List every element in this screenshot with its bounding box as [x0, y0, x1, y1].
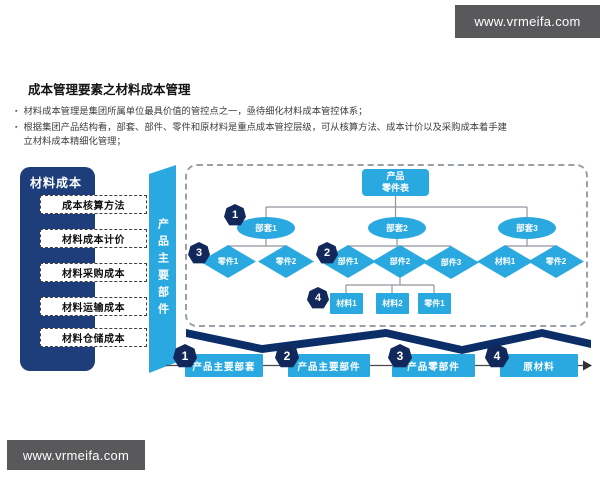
watermark-bottom-left: www.vrmeifa.com [7, 440, 145, 470]
zigzag-band [186, 329, 591, 354]
material-cost-panel-title: 材料成本 [30, 176, 83, 190]
sidebar-item-purchase-cost: 材料采购成本 [40, 263, 147, 282]
tree-badge-2: 2 [316, 242, 338, 264]
tree-leaf-part1: 零件1 [418, 293, 451, 314]
arrowhead-icon [583, 360, 592, 371]
flow-step-parts: 产品零部件 [392, 354, 475, 377]
tree-dashed-frame [185, 164, 588, 327]
product-main-parts-ribbon: 产品主要部件 [149, 165, 176, 373]
flow-step-main-components: 产品主要部件 [288, 354, 370, 377]
sidebar-item-transport-cost: 材料运输成本 [40, 297, 147, 316]
tree-leaf-material2: 材料2 [376, 293, 409, 314]
tree-node-assembly2: 部套2 [368, 217, 426, 239]
bullet-text: 根据集团产品结构看，部套、部件、零件和原材料是重点成本管控层级，可从核算方法、成… [23, 122, 507, 146]
flow-step-raw-materials: 原材料 [500, 354, 578, 377]
bullet-square-icon: ▪ [15, 124, 18, 132]
watermark-top-right: www.vrmeifa.com [455, 5, 600, 38]
tree-leaf-material1: 材料1 [330, 293, 363, 314]
ribbon-label: 产品主要部件 [156, 218, 169, 320]
sidebar-item-costing-method: 成本核算方法 [40, 195, 147, 214]
flow-step-main-assemblies: 产品主要部套 [185, 354, 263, 377]
bullet-list: ▪ 材料成本管理是集团所属单位最具价值的管控点之一，亟待细化材料成本管控体系； … [15, 105, 515, 151]
tree-badge-4: 4 [307, 287, 329, 309]
bullet-text: 材料成本管理是集团所属单位最具价值的管控点之一，亟待细化材料成本管控体系； [23, 106, 368, 116]
root-line1: 产品 [386, 171, 405, 182]
tree-root-product-parts-list: 产品 零件表 [362, 169, 429, 196]
tree-node-assembly1: 部套1 [237, 217, 295, 239]
flow-badge-3: 3 [388, 344, 412, 368]
flow-badge-4: 4 [485, 344, 509, 368]
page-title: 成本管理要素之材料成本管理 [28, 83, 191, 97]
bullet-square-icon: ▪ [15, 108, 18, 115]
root-line2: 零件表 [381, 182, 409, 193]
tree-badge-3: 3 [188, 242, 210, 264]
tree-connector-lines [227, 196, 556, 293]
sidebar-item-material-pricing: 材料成本计价 [40, 229, 147, 248]
tree-node-assembly3: 部套3 [498, 217, 556, 239]
bullet-item: ▪ 材料成本管理是集团所属单位最具价值的管控点之一，亟待细化材料成本管控体系； [15, 105, 515, 118]
flow-badge-2: 2 [275, 344, 299, 368]
bullet-item: ▪ 根据集团产品结构看，部套、部件、零件和原材料是重点成本管控层级，可从核算方法… [15, 121, 515, 148]
flow-badge-1: 1 [173, 344, 197, 368]
tree-badge-1: 1 [224, 204, 246, 226]
sidebar-item-storage-cost: 材料仓储成本 [40, 328, 147, 347]
